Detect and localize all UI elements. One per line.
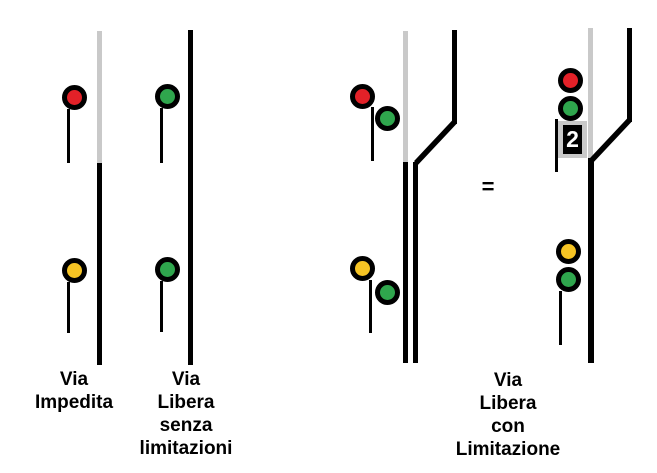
label-line: Libera	[479, 393, 537, 414]
label-line: senza	[159, 415, 213, 436]
signal-lamp-red	[558, 68, 583, 93]
signal-lamp-green	[155, 84, 180, 109]
label-line: Via	[171, 369, 201, 390]
signal-pole	[67, 109, 70, 163]
signal-lamp-green	[558, 96, 583, 121]
speed-limit-sign: 2	[558, 121, 587, 158]
branch-track-vertical-4	[627, 28, 632, 122]
label-line: Libera	[157, 392, 215, 413]
track-black-segment-3b	[413, 162, 418, 363]
signal-lamp-green	[375, 106, 400, 131]
track-black-full-2	[188, 30, 193, 365]
signal-lamp-green	[155, 257, 180, 282]
track-gray-segment-4	[588, 28, 593, 158]
signal-lamp-green	[556, 267, 581, 292]
signal-pole	[67, 282, 70, 333]
signal-lamp-yellow	[62, 258, 87, 283]
via-libera-senza-label: Via Libera senza limitazioni	[126, 368, 246, 460]
signal-pole	[555, 119, 558, 172]
equals-sign: =	[481, 174, 495, 199]
signal-lamp-green	[375, 280, 400, 305]
via-libera-con-label: Via Libera con Limitazione	[448, 369, 568, 461]
signal-pole	[160, 281, 163, 332]
track-black-segment-4	[588, 158, 594, 363]
signal-pole	[559, 291, 562, 345]
signal-lamp-yellow	[350, 256, 375, 281]
signal-pole	[371, 107, 374, 161]
label-line: Via	[59, 369, 89, 390]
track-gray-segment-3	[403, 31, 408, 162]
label-line: con	[491, 416, 525, 437]
branch-track-vertical-3	[452, 30, 457, 124]
signal-lamp-yellow	[556, 239, 581, 264]
signal-pole	[160, 108, 163, 163]
speed-limit-digit: 2	[563, 125, 582, 154]
track-black-segment-3a	[403, 162, 408, 363]
via-impedita-label: Via Impedita	[14, 368, 134, 414]
label-line: Limitazione	[455, 439, 561, 460]
signal-pole	[369, 280, 372, 333]
signal-lamp-red	[62, 85, 87, 110]
track-gray-segment-1	[97, 31, 102, 163]
branch-diagonal-3	[413, 120, 457, 165]
label-line: limitazioni	[139, 438, 233, 459]
label-line: Via	[493, 370, 523, 391]
signal-lamp-red	[350, 84, 375, 109]
label-line: Impedita	[34, 392, 114, 413]
branch-diagonal-4	[588, 118, 632, 163]
track-black-segment-1	[97, 163, 102, 365]
